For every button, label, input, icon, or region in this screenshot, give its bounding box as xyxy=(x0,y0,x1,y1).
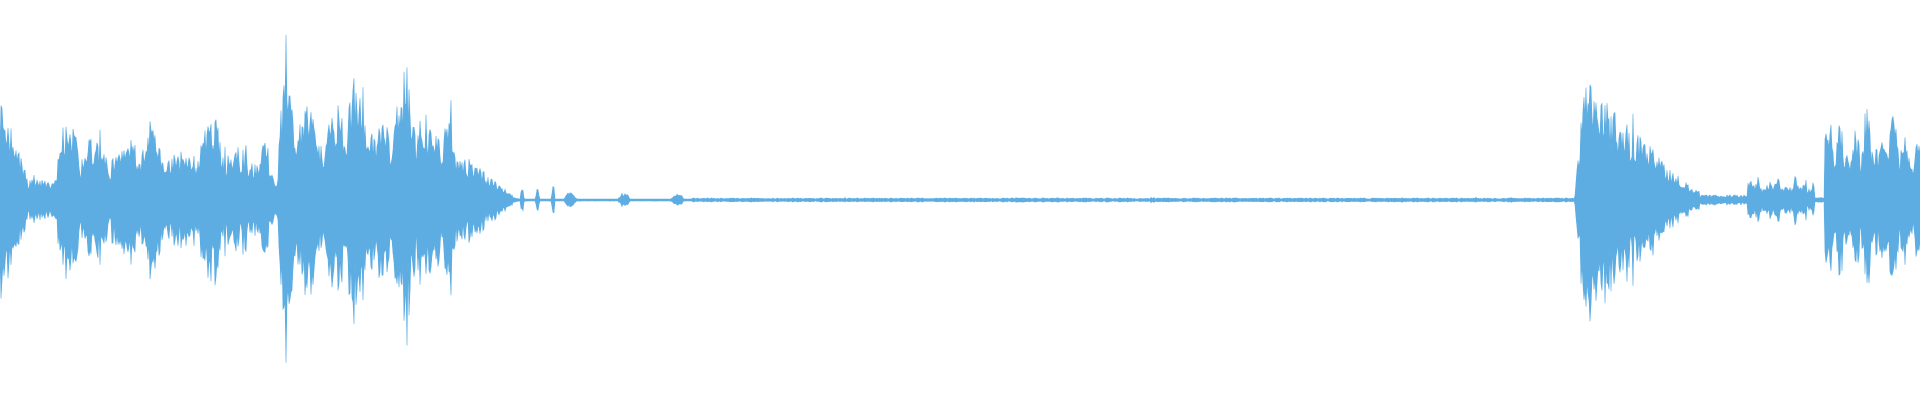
waveform-path xyxy=(0,34,1920,363)
